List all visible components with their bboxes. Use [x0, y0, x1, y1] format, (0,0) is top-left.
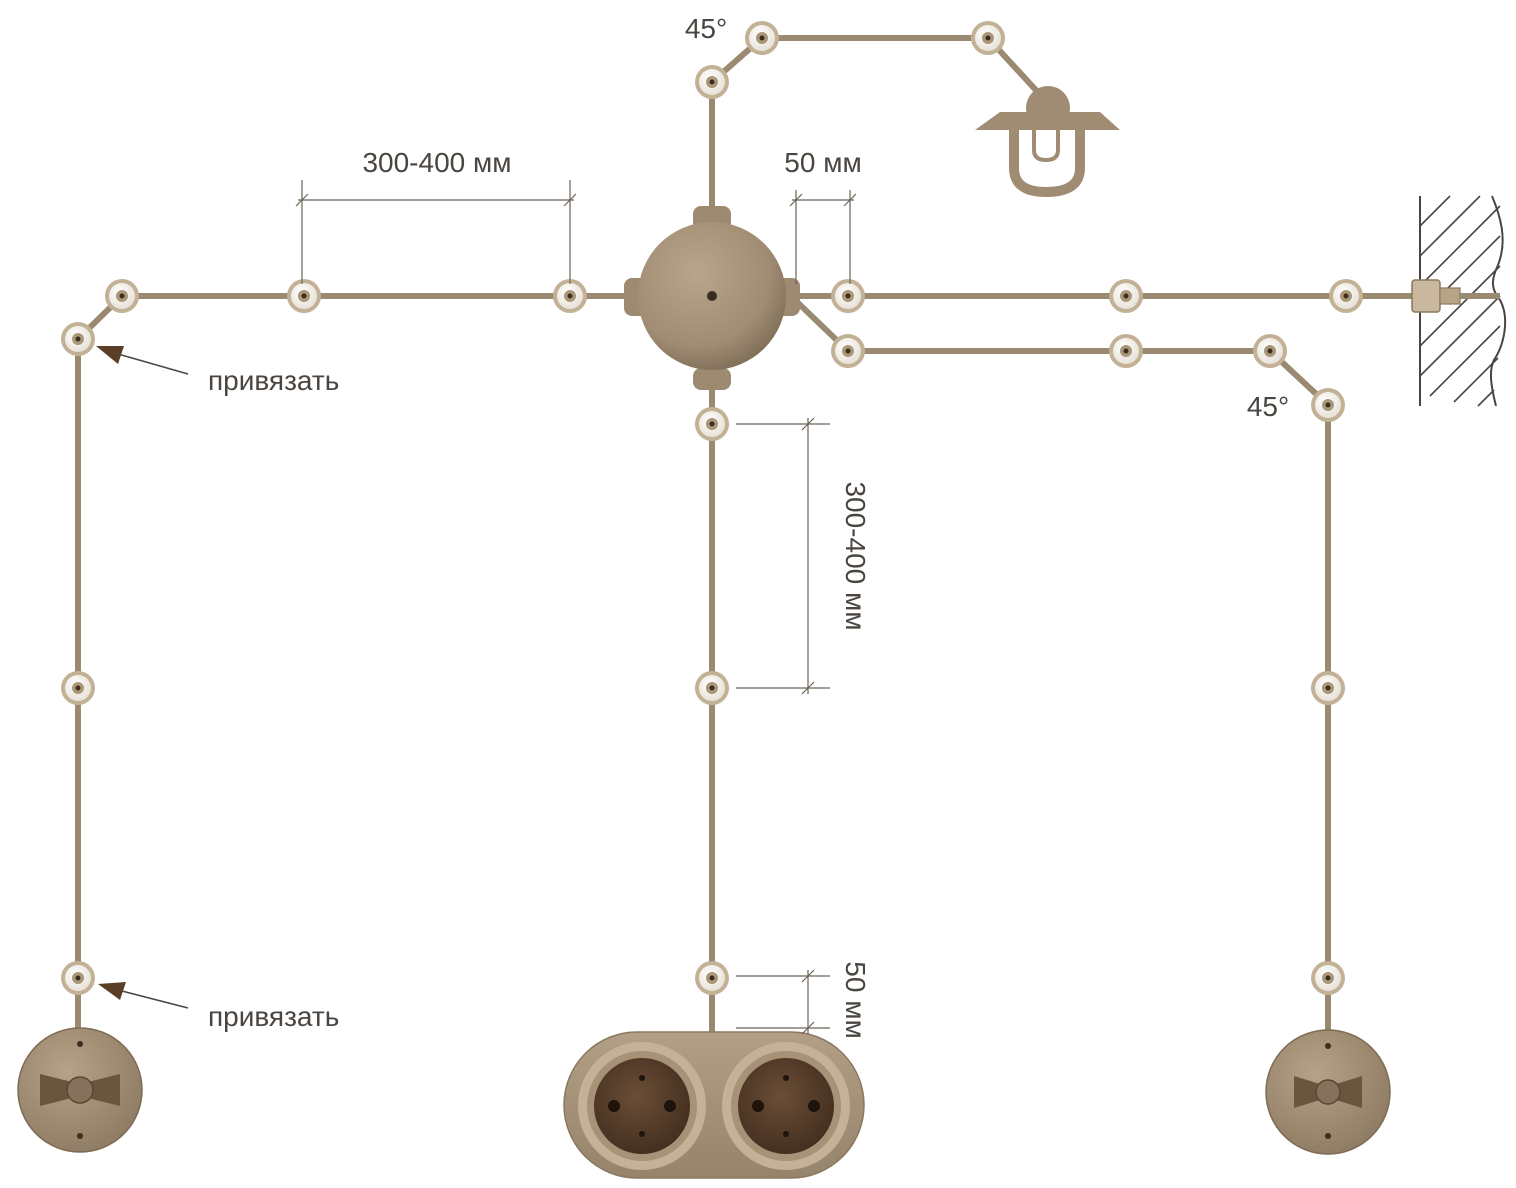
insulator-icon: [1311, 961, 1345, 995]
insulator-icon: [971, 21, 1005, 55]
tie-label-lower: привязать: [208, 1001, 339, 1032]
tie-label-upper: привязать: [208, 365, 339, 396]
insulator-icon: [1329, 279, 1363, 313]
dimension-bottom-offset: [736, 969, 830, 1035]
offset-top-label: 50 мм: [784, 147, 861, 178]
insulator-icon: [831, 334, 865, 368]
angle-right-label: 45°: [1247, 391, 1289, 422]
insulator-icon: [695, 671, 729, 705]
insulator-icon: [745, 21, 779, 55]
left-switch: [17, 1027, 143, 1153]
wires: [75, 35, 1423, 1043]
insulator-icon: [831, 279, 865, 313]
dimension-horizontal: [295, 180, 577, 284]
insulators: [61, 21, 1363, 995]
double-socket: [563, 1031, 865, 1179]
insulator-icon: [287, 279, 321, 313]
wall-bushing: [1411, 279, 1441, 313]
insulator-icon: [695, 65, 729, 99]
insulator-icon: [1253, 334, 1287, 368]
tie-arrow-lower: [98, 982, 189, 1009]
insulator-icon: [553, 279, 587, 313]
angle-top-label: 45°: [685, 13, 727, 44]
dimension-vertical: [736, 417, 830, 695]
wall-hatch: [1411, 195, 1507, 407]
junction-box: [624, 206, 800, 390]
insulator-icon: [1311, 388, 1345, 422]
lamp-fixture: [975, 86, 1120, 198]
tie-arrow-upper: [96, 346, 189, 375]
vertical-spacing-label: 300-400 мм: [840, 481, 871, 630]
offset-bottom-label: 50 мм: [840, 961, 871, 1038]
dimension-top-offset: [789, 190, 857, 284]
right-switch: [1265, 1029, 1391, 1155]
insulator-icon: [695, 961, 729, 995]
insulator-icon: [1311, 671, 1345, 705]
insulator-icon: [61, 671, 95, 705]
wire-left-branch: [75, 293, 653, 1033]
insulator-icon: [1109, 334, 1143, 368]
insulator-icon: [61, 961, 95, 995]
horizontal-spacing-label: 300-400 мм: [362, 147, 511, 178]
insulator-icon: [61, 322, 95, 356]
insulator-icon: [105, 279, 139, 313]
insulator-icon: [1109, 279, 1143, 313]
insulator-icon: [695, 407, 729, 441]
